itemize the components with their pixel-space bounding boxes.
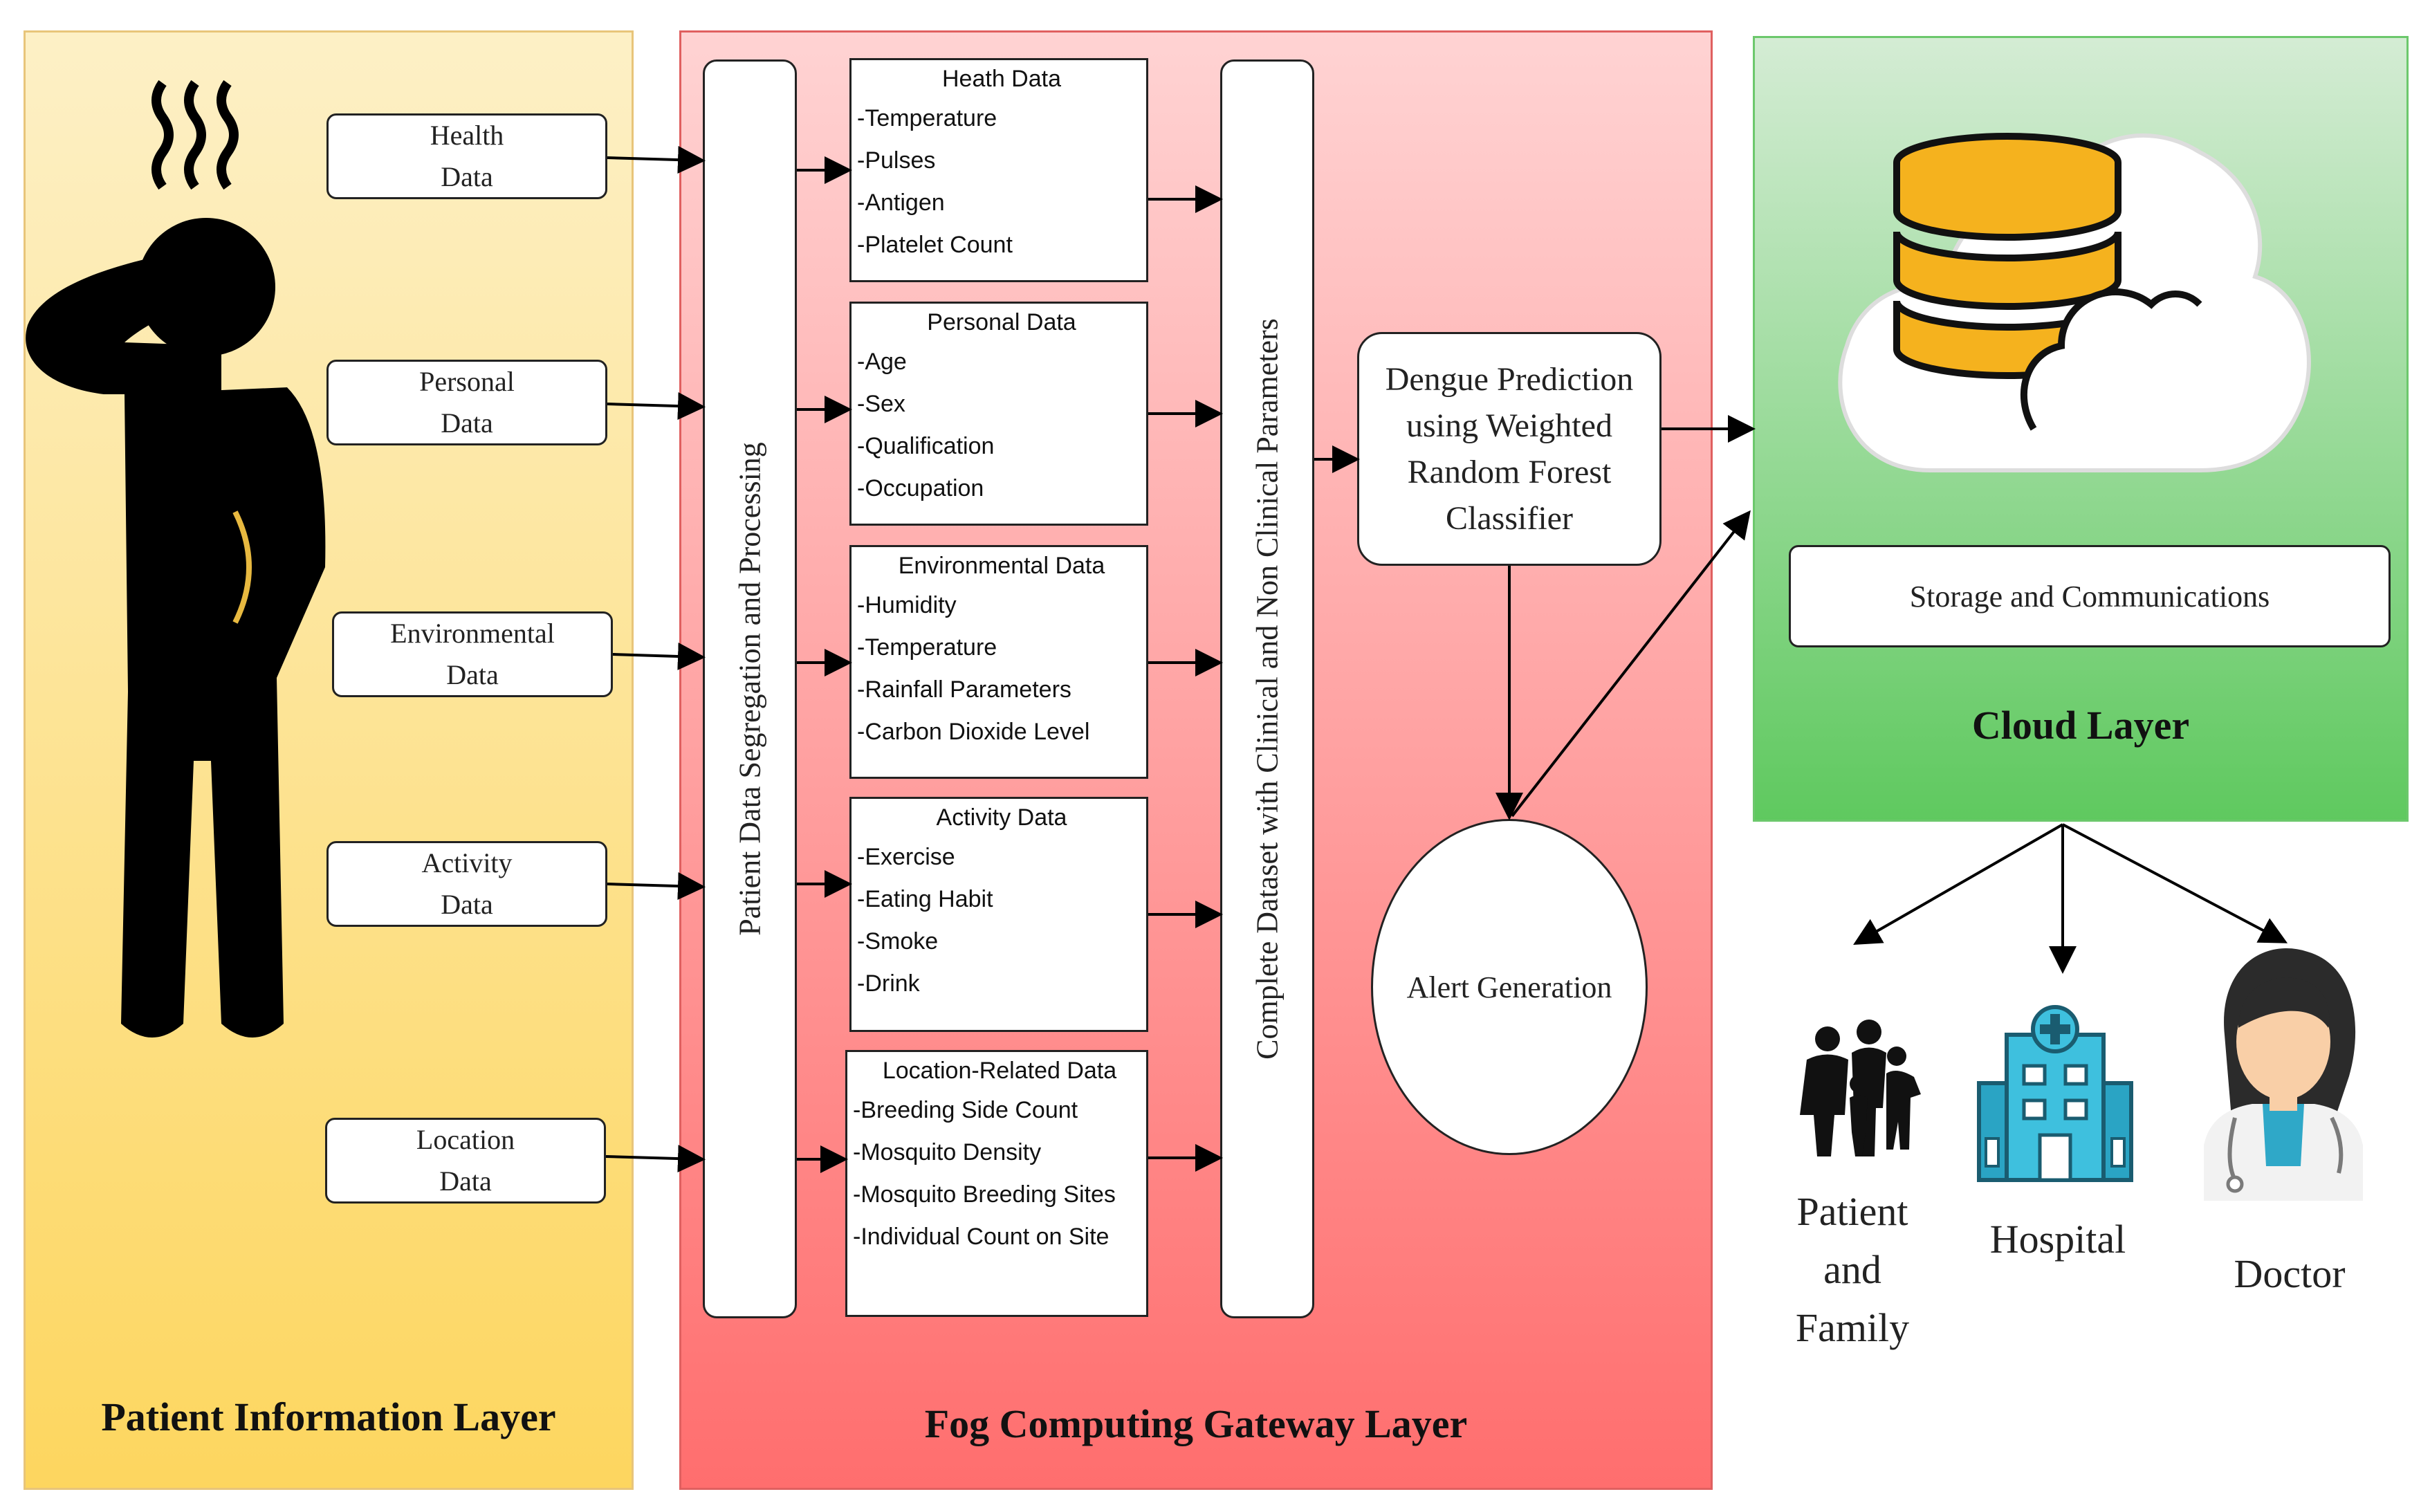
data-box-item: -Qualification — [857, 433, 995, 459]
data-box-item: -Temperature — [857, 634, 997, 661]
data-box-item: -Mosquito Breeding Sites — [853, 1181, 1116, 1208]
health-data-input-box: Health Data — [326, 113, 607, 199]
activity-data-input-box: Activity Data — [326, 841, 607, 927]
data-box-item: -Drink — [857, 970, 920, 997]
data-box-item: -Platelet Count — [857, 232, 1013, 258]
activity-data-box: Activity Data -Exercise -Eating Habit -S… — [849, 797, 1148, 1032]
arrow-alert-to-cloud — [1511, 510, 1751, 818]
sick-person-icon — [26, 80, 326, 1038]
arrow-health-to-segregation — [607, 146, 706, 174]
data-box-item: -Exercise — [857, 844, 955, 870]
hospital-label: Hospital — [1989, 1217, 2126, 1262]
patient-family-icon — [1800, 1020, 1921, 1156]
environmental-data-box: Environmental Data -Humidity -Temperatur… — [849, 545, 1148, 779]
alert-generation-node: Alert Generation — [1371, 819, 1648, 1155]
hospital-icon — [1977, 1005, 2133, 1182]
doctor-icon — [2204, 948, 2363, 1201]
personal-data-box: Personal Data -Age -Sex -Qualification -… — [849, 302, 1148, 526]
data-box-item: -Rainfall Parameters — [857, 676, 1071, 703]
data-box-item: -Individual Count on Site — [853, 1224, 1110, 1250]
data-box-item: -Eating Habit — [857, 886, 993, 912]
data-box-item: -Sex — [857, 391, 905, 417]
storage-communications-box: Storage and Communications — [1789, 545, 2391, 647]
arrow-cloud-to-family — [1853, 823, 2063, 945]
data-box-item: -Occupation — [857, 475, 984, 501]
cloud-database-icon — [1838, 133, 2311, 472]
arrow-cloud-to-doctor — [2062, 823, 2288, 943]
patient-layer-title: Patient Information Layer — [101, 1394, 556, 1439]
data-box-item: -Breeding Side Count — [853, 1097, 1078, 1123]
data-box-item: -Pulses — [857, 147, 936, 174]
data-box-item: -Antigen — [857, 190, 945, 216]
arrow-location-to-segregation — [605, 1145, 706, 1173]
health-data-box: Heath Data -Temperature -Pulses -Antigen… — [849, 58, 1148, 282]
arrow-personal-to-segregation — [607, 392, 706, 421]
location-related-data-box: Location-Related Data -Breeding Side Cou… — [845, 1050, 1148, 1317]
location-data-input-box: Location Data — [325, 1118, 606, 1204]
data-box-title: Heath Data — [942, 66, 1061, 92]
data-box-item: -Age — [857, 349, 907, 375]
dengue-prediction-box: Dengue Prediction using Weighted Random … — [1357, 332, 1662, 566]
data-box-title: Environmental Data — [898, 553, 1105, 579]
personal-data-input-box: Personal Data — [326, 360, 607, 445]
environmental-data-input-box: Environmental Data — [332, 611, 613, 697]
patient-data-segregation-bar: Patient Data Segregation and Processing — [703, 59, 797, 1318]
data-box-item: -Humidity — [857, 592, 957, 618]
complete-dataset-bar: Complete Dataset with Clinical and Non C… — [1220, 59, 1314, 1318]
doctor-label: Doctor — [2234, 1251, 2346, 1296]
data-box-item: -Carbon Dioxide Level — [857, 719, 1090, 745]
cloud-layer-title: Cloud Layer — [1971, 703, 2190, 748]
data-box-title: Location-Related Data — [882, 1058, 1117, 1084]
arrow-activity-to-segregation — [607, 872, 706, 901]
data-box-title: Personal Data — [927, 309, 1076, 335]
fog-layer-title: Fog Computing Gateway Layer — [924, 1401, 1468, 1446]
data-box-item: -Mosquito Density — [853, 1139, 1042, 1165]
data-box-item: -Temperature — [857, 105, 997, 131]
data-box-item: -Smoke — [857, 928, 939, 955]
patient-family-label: Patient and Family — [1795, 1189, 1910, 1351]
data-box-title: Activity Data — [936, 804, 1067, 831]
arrow-environmental-to-segregation — [612, 642, 706, 670]
